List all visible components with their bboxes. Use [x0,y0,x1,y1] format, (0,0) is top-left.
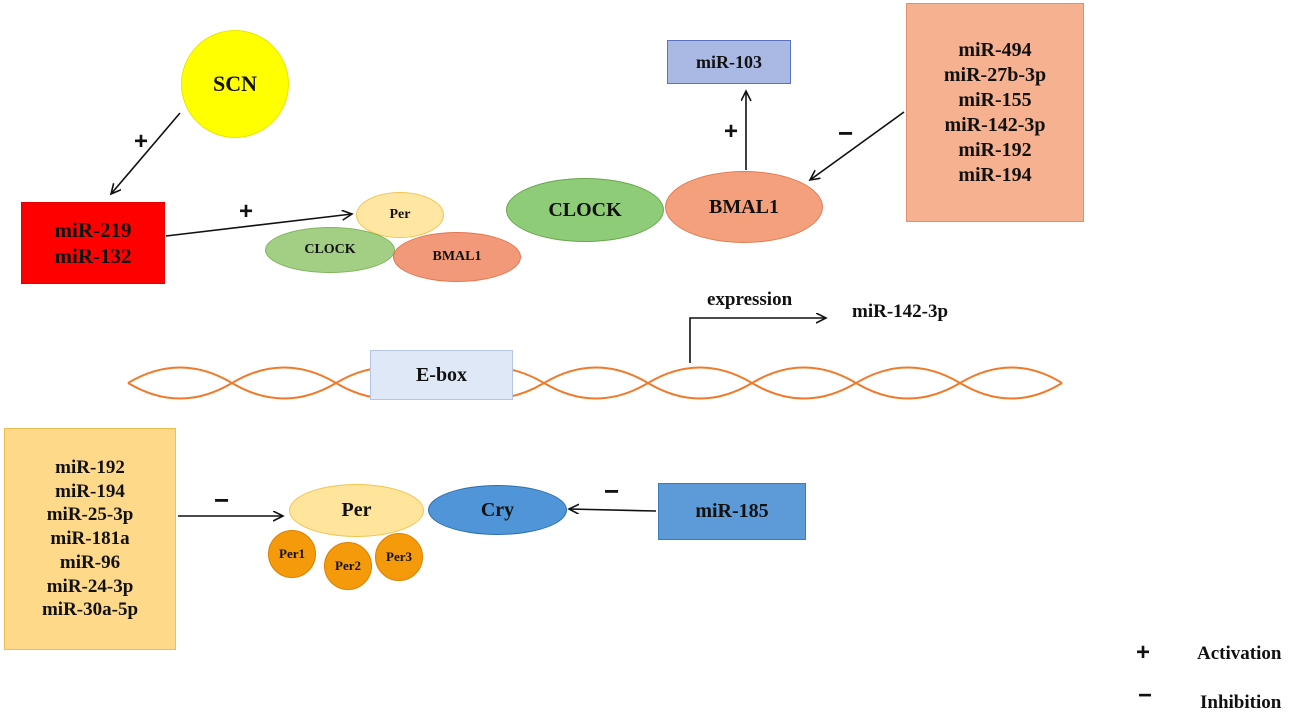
mir494-group-box: miR-494 miR-27b-3p miR-155 miR-142-3p mi… [906,3,1084,222]
mir-label: miR-24-3p [46,575,134,597]
arrow-expression [689,318,826,363]
expression-label: expression [707,289,793,310]
scn-node: SCN [181,30,289,138]
clock-label: CLOCK [304,242,356,257]
per1-label: Per1 [279,546,305,561]
cry-label: Cry [480,498,515,521]
mir-label: miR-155 [958,88,1032,111]
mir-label: miR-142-3p [944,113,1046,136]
arrow-scn-to-mir219 [111,112,181,194]
inhibition-sign: − [838,118,854,148]
per2-label: Per2 [335,558,361,573]
activation-sign: + [134,128,149,155]
legend-activation-label: Activation [1197,643,1282,664]
mir-label: miR-192 [55,456,125,478]
bmal1-label: BMAL1 [432,249,482,264]
inhibition-sign: − [604,476,620,506]
per-ellipse: Per [289,484,424,537]
per2-circle: Per2 [324,542,372,590]
per-ellipse-small: Per [356,192,444,238]
mir192-group-box: miR-192 miR-194 miR-25-3p miR-181a miR-9… [4,428,176,650]
arrow-mir219-to-per [165,214,352,237]
arrow-mir494-to-bmal1 [810,111,905,180]
mir-label: miR-194 [55,480,125,502]
arrow-mir185-to-cry [569,509,657,511]
mir-label: miR-27b-3p [943,63,1047,86]
mir-label: miR-192 [958,138,1032,161]
cry-ellipse: Cry [428,485,567,535]
per3-label: Per3 [386,549,412,564]
mir219-mir132-box: miR-219 miR-132 [21,202,165,284]
bmal1-label: BMAL1 [709,195,779,218]
scn-label: SCN [212,71,257,96]
activation-sign: + [239,198,254,225]
clock-ellipse-small: CLOCK [265,227,395,273]
mir-label: miR-494 [958,38,1032,61]
per-label: Per [389,207,411,222]
activation-sign: + [724,118,739,145]
mir103-label: miR-103 [696,51,762,72]
mir142-3p-label: miR-142-3p [852,301,949,322]
mir103-box: miR-103 [667,40,791,84]
dna-helix [127,366,1063,400]
legend-inhibition-label: Inhibition [1200,692,1282,713]
ebox-label: E-box [415,363,468,386]
per3-circle: Per3 [375,533,423,581]
mir-label: miR-194 [958,163,1032,186]
legend-inhibition-symbol: − [1138,682,1153,709]
dna-strand-a [127,366,1063,400]
mir-label: miR-132 [54,244,132,268]
bmal1-ellipse-small: BMAL1 [393,232,521,282]
mir-label: miR-25-3p [46,504,134,526]
dna-strand-b [127,366,1063,400]
mir-label: miR-30a-5p [41,599,139,621]
mir185-label: miR-185 [695,500,769,522]
mir185-box: miR-185 [658,483,806,540]
ebox-box: E-box [370,350,513,400]
per-label: Per [341,499,372,521]
mir-label: miR-181a [50,528,130,550]
mir-label: miR-96 [59,551,121,573]
clock-ellipse: CLOCK [506,178,664,242]
bmal1-ellipse: BMAL1 [665,171,823,243]
inhibition-sign: − [214,485,230,515]
arrows [111,91,905,516]
mir-label: miR-219 [54,217,132,242]
clock-label: CLOCK [548,198,622,221]
per1-circle: Per1 [268,530,316,578]
legend-activation-symbol: + [1136,639,1151,666]
